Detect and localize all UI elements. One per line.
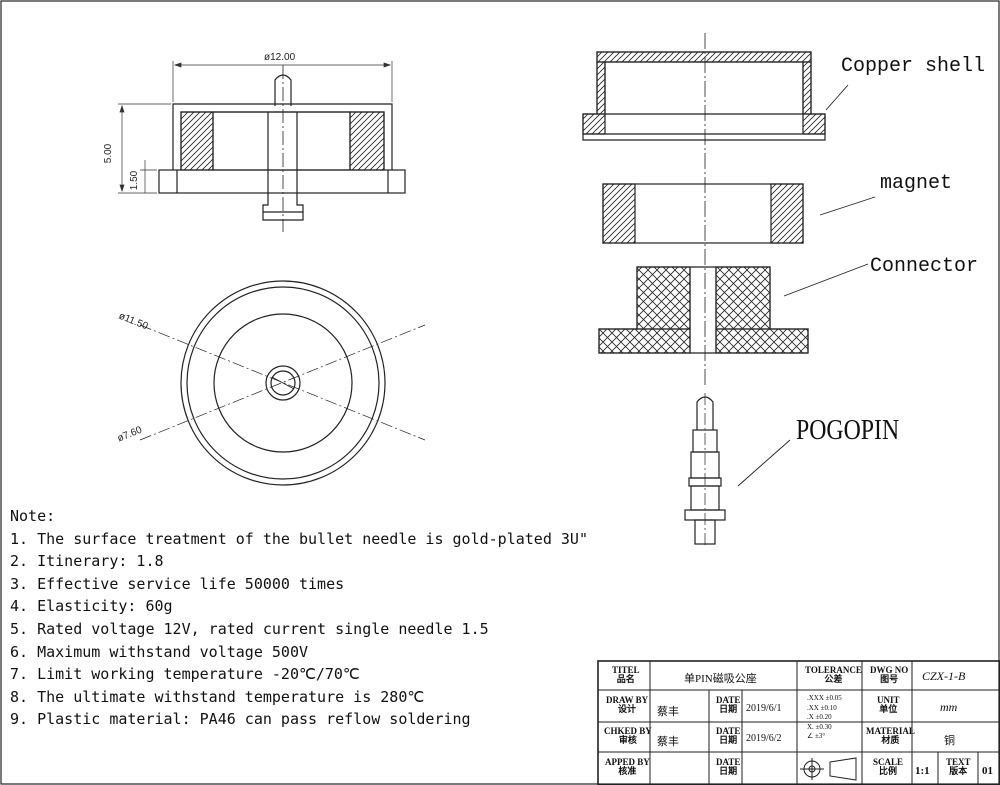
side-view (158, 65, 406, 232)
title-block-grid (597, 660, 1000, 785)
tb-text-value: 01 (982, 765, 993, 777)
tb-drawn-value: 蔡丰 (657, 706, 679, 718)
label-magnet: magnet (880, 172, 953, 195)
tb-drawn-date: 2019/6/1 (746, 703, 782, 714)
side-view-dimensions (118, 61, 393, 194)
label-copper-shell: Copper shell (841, 55, 986, 78)
top-view (139, 280, 426, 486)
note-item: 5. Rated voltage 12V, rated current sing… (10, 619, 489, 638)
tb-unit-value: mm (940, 700, 958, 714)
pogopin-part (684, 393, 726, 548)
dimension-total-height: 5.00 (103, 143, 115, 164)
note-item: 9. Plastic material: PA46 can pass reflo… (10, 710, 471, 729)
note-item: 4. Elasticity: 60g (10, 597, 173, 616)
note-item: 3. Effective service life 50000 times (10, 574, 345, 593)
note-item: 8. The ultimate withstand temperature is… (10, 687, 425, 706)
copper-shell-part (582, 51, 826, 141)
dimension-base-height: 1.50 (129, 170, 141, 191)
tb-dwg-value: CZX-1-B (922, 669, 966, 683)
dimension-top-diameter: ø12.00 (264, 52, 296, 63)
tb-title-value: 单PIN磁吸公座 (684, 673, 757, 685)
note-item: 6. Maximum withstand voltage 500V (10, 642, 309, 661)
notes-section: Note: 1. The surface treatment of the bu… (10, 505, 588, 731)
leader-lines (737, 84, 876, 487)
label-connector: Connector (870, 255, 979, 278)
exploded-view (582, 33, 876, 548)
note-item: 2. Itinerary: 1.8 (10, 552, 164, 571)
tb-scale-value: 1:1 (915, 765, 930, 777)
notes-heading: Note: (10, 507, 56, 525)
magnet-part (602, 183, 804, 244)
note-item: 1. The surface treatment of the bullet n… (10, 529, 588, 548)
label-pogopin: POGOPIN (796, 415, 900, 446)
connector-part (598, 266, 809, 354)
note-item: 7. Limit working temperature -20℃/70℃ (10, 665, 360, 684)
tb-checked-date: 2019/6/2 (746, 733, 782, 744)
tb-tolerance-list: .XXX ±0.05 .XX ±0.10 .X ±0.20 X. ±0.30 ∠… (807, 694, 842, 740)
tb-checked-value: 蔡丰 (657, 736, 679, 748)
tb-material-value: 铜 (944, 735, 955, 747)
